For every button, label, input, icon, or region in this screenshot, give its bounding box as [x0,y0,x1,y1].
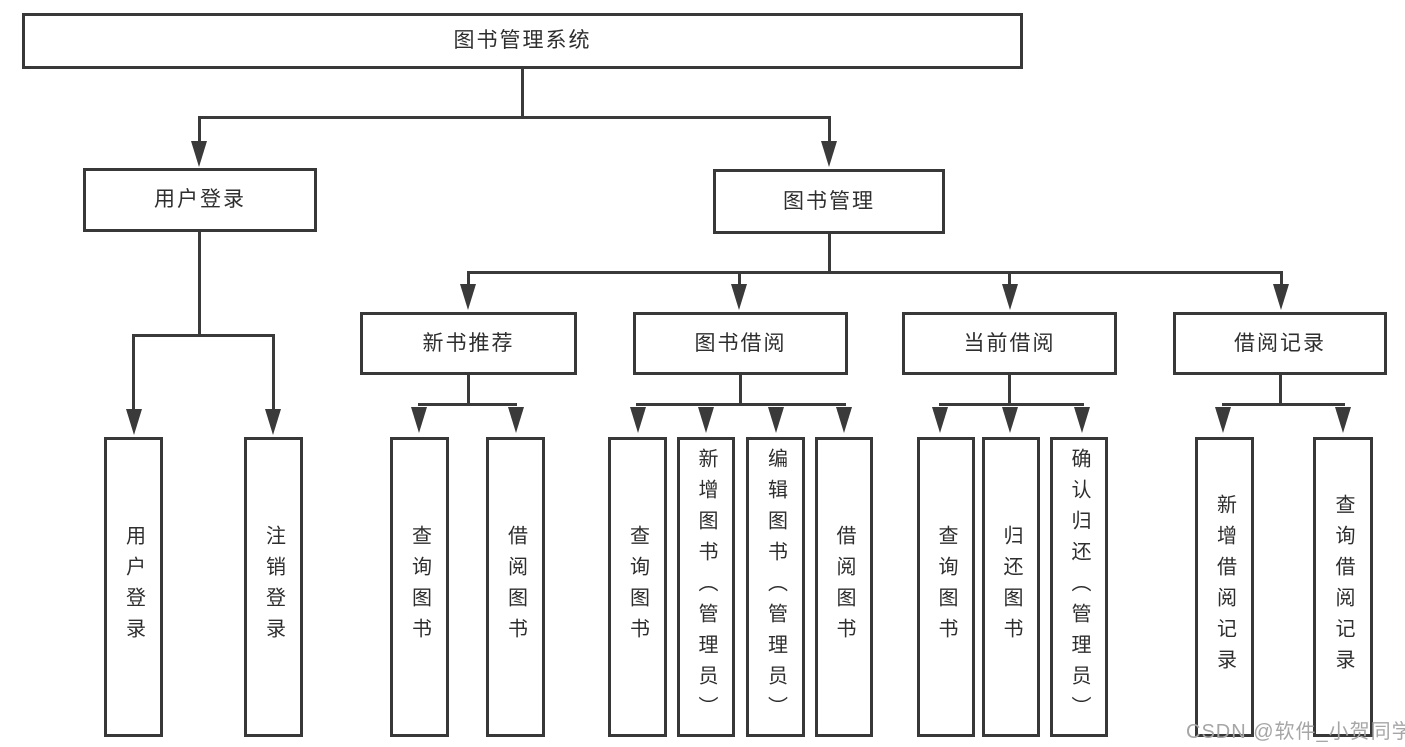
arrow-down-icon [767,407,784,433]
node-book-management: 图书管理 [713,169,945,234]
node-query-borrow-record: 查询借阅记录 [1313,437,1373,737]
connector-vline [1008,271,1011,286]
connector-vline [132,334,135,411]
connector-vline [737,271,741,286]
connector-vline [827,116,831,146]
connector-hline [636,403,846,406]
arrow-down-icon [1001,407,1018,433]
arrow-down-icon [836,407,852,433]
arrow-down-icon [507,407,524,433]
arrow-down-icon [125,409,142,435]
connector-hline [197,116,831,119]
node-logout: 注销登录 [244,437,303,737]
node-query-books-borrow: 查询图书 [608,437,667,737]
connector-vline [1278,375,1282,405]
connector-vline [197,116,201,146]
connector-hline [1221,403,1345,406]
node-borrow-books-recommend: 借阅图书 [486,437,545,737]
connector-vline [827,234,831,274]
arrow-down-icon [932,407,948,433]
connector-vline [467,375,470,405]
node-user-login-leaf: 用户登录 [104,437,163,737]
csdn-watermark: CSDN @软件_小贺同学 [1186,721,1405,743]
connector-vline [271,334,275,411]
arrow-down-icon [1215,407,1231,433]
node-add-borrow-record: 新增借阅记录 [1195,437,1254,737]
node-new-book-recommend: 新书推荐 [360,312,577,375]
arrow-down-icon [191,141,207,167]
node-current-borrow: 当前借阅 [902,312,1117,375]
arrow-down-icon [1335,407,1351,433]
arrow-down-icon [265,409,281,435]
arrow-down-icon [411,407,427,433]
node-user-login: 用户登录 [83,168,317,232]
connector-vline [1279,271,1283,286]
connector-hline [417,403,517,406]
node-return-books: 归还图书 [982,437,1040,737]
arrow-down-icon [629,407,646,433]
node-edit-books-admin: 编辑图书（管理员） [746,437,805,737]
connector-vline [197,232,201,336]
node-borrow-books: 借阅图书 [815,437,873,737]
node-query-books-current: 查询图书 [917,437,975,737]
arrow-down-icon [1273,284,1289,310]
node-confirm-return-admin: 确认归还（管理员） [1050,437,1108,737]
node-root: 图书管理系统 [22,13,1023,69]
connector-hline [466,271,1283,274]
node-book-borrow: 图书借阅 [633,312,848,375]
arrow-down-icon [460,284,476,310]
connector-vline [1008,375,1011,405]
connector-vline [739,375,742,405]
arrow-down-icon [1001,284,1018,310]
connector-vline [466,271,470,286]
arrow-down-icon [1074,407,1090,433]
node-query-books-recommend: 查询图书 [390,437,449,737]
arrow-down-icon [821,141,837,167]
node-borrow-records: 借阅记录 [1173,312,1387,375]
node-add-books-admin: 新增图书（管理员） [677,437,735,737]
connector-hline [938,403,1084,406]
connector-hline [131,334,275,337]
arrow-down-icon [698,407,714,433]
connector-vline [521,68,524,118]
arrow-down-icon [731,284,747,310]
